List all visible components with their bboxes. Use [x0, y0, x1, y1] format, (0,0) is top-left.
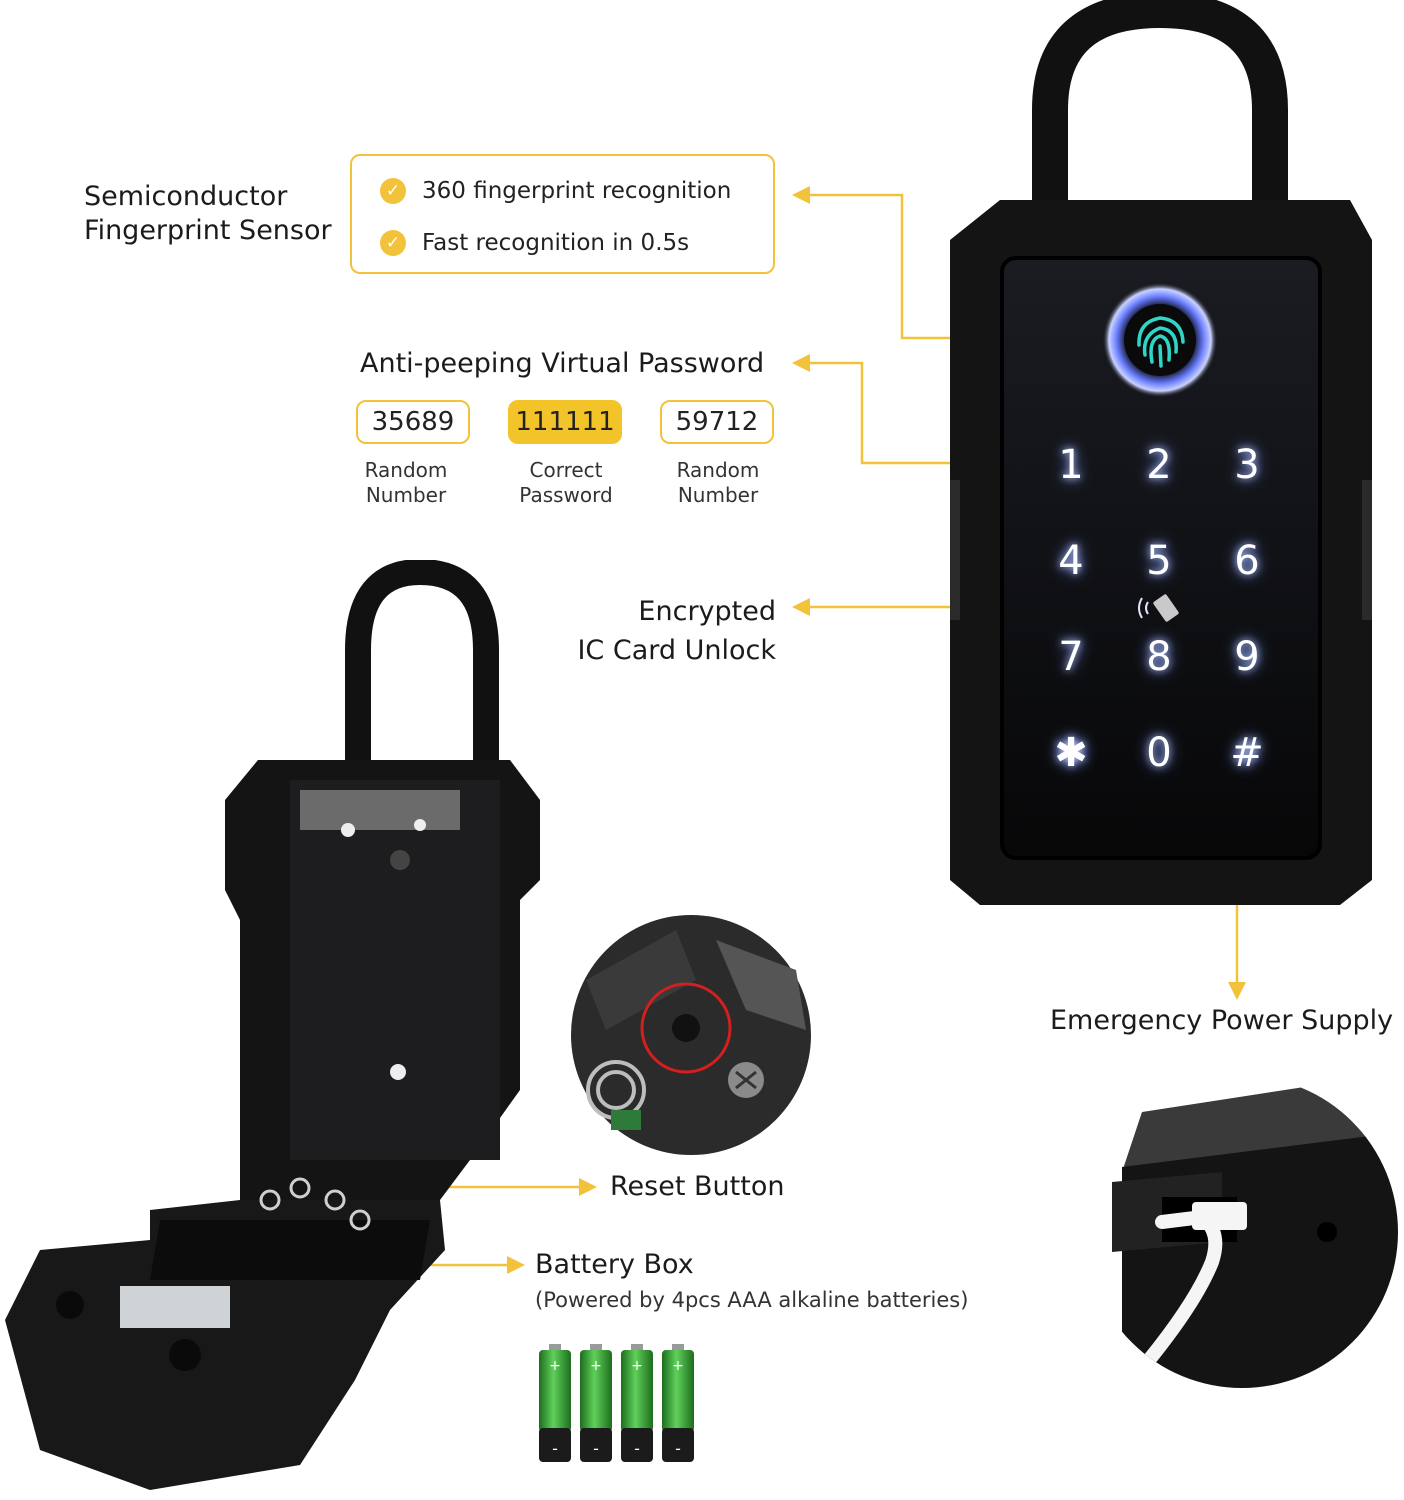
- svg-text:-: -: [675, 1439, 681, 1458]
- key-hash: #: [1230, 730, 1264, 776]
- password-caption: Correct Password: [519, 458, 613, 507]
- key-6: 6: [1234, 538, 1260, 584]
- arrow-icon: [792, 186, 810, 204]
- battery-box-title: Battery Box: [535, 1249, 694, 1280]
- emergency-power-title: Emergency Power Supply: [1050, 1005, 1394, 1036]
- key-5: 5: [1146, 538, 1172, 584]
- fingerprint-icon: [1137, 316, 1185, 368]
- arrow-icon: [579, 1178, 597, 1196]
- reset-button-closeup: [571, 915, 811, 1155]
- battery-icon: +-: [662, 1344, 694, 1462]
- key-2: 2: [1146, 442, 1172, 488]
- battery-icon: +-: [580, 1344, 612, 1462]
- svg-text:+: +: [672, 1358, 684, 1374]
- svg-text:-: -: [593, 1439, 599, 1458]
- key-4: 4: [1058, 538, 1084, 584]
- battery-icon: +-: [539, 1344, 571, 1462]
- key-star: ✱: [1054, 730, 1088, 776]
- arrow-icon: [1228, 982, 1246, 1000]
- battery-springs: [259, 1177, 371, 1231]
- svg-text:+: +: [590, 1358, 602, 1374]
- fingerprint-sensor-title: Semiconductor Fingerprint Sensor: [84, 181, 332, 246]
- svg-text:+: +: [631, 1358, 643, 1374]
- password-caption: Random Number: [364, 458, 448, 507]
- fingerprint-feature-box: ✓ 360 fingerprint recognition ✓ Fast rec…: [350, 154, 775, 274]
- feature-bullet: ✓ 360 fingerprint recognition: [380, 178, 731, 204]
- password-random-2: 59712: [660, 400, 774, 444]
- svg-text:-: -: [634, 1439, 640, 1458]
- check-icon: ✓: [380, 230, 406, 256]
- shackle: [345, 560, 499, 800]
- key-1: 1: [1058, 442, 1084, 488]
- nfc-card-icon: [1138, 594, 1179, 622]
- arrow-icon: [792, 598, 810, 616]
- check-icon: ✓: [380, 178, 406, 204]
- shackle: [1032, 0, 1288, 220]
- feature-text: 360 fingerprint recognition: [422, 178, 732, 204]
- key-0: 0: [1146, 730, 1172, 776]
- reset-button-title: Reset Button: [610, 1171, 785, 1202]
- key-9: 9: [1234, 634, 1260, 680]
- key-3: 3: [1234, 442, 1260, 488]
- feature-bullet: ✓ Fast recognition in 0.5s: [380, 230, 689, 256]
- password-random-1: 35689: [356, 400, 470, 444]
- arrow-icon: [792, 354, 810, 372]
- feature-text: Fast recognition in 0.5s: [422, 230, 690, 256]
- svg-text:+: +: [549, 1358, 561, 1374]
- battery-icon: +-: [621, 1344, 653, 1462]
- password-caption: Random Number: [676, 458, 760, 507]
- password-title: Anti-peeping Virtual Password: [360, 348, 765, 379]
- usb-c-closeup: [1086, 1076, 1398, 1388]
- key-8: 8: [1146, 634, 1172, 680]
- svg-text:-: -: [552, 1439, 558, 1458]
- ic-card-title: Encrypted IC Card Unlock: [577, 596, 776, 666]
- aaa-batteries: +-+-+-+-: [539, 1344, 694, 1462]
- lockbox-front-image: [950, 0, 1372, 905]
- lockbox-open-image: [5, 560, 540, 1490]
- key-7: 7: [1058, 634, 1084, 680]
- password-correct: 111111: [508, 400, 622, 444]
- battery-box-subtitle: (Powered by 4pcs AAA alkaline batteries): [535, 1288, 969, 1312]
- keypad-panel: [1000, 256, 1322, 860]
